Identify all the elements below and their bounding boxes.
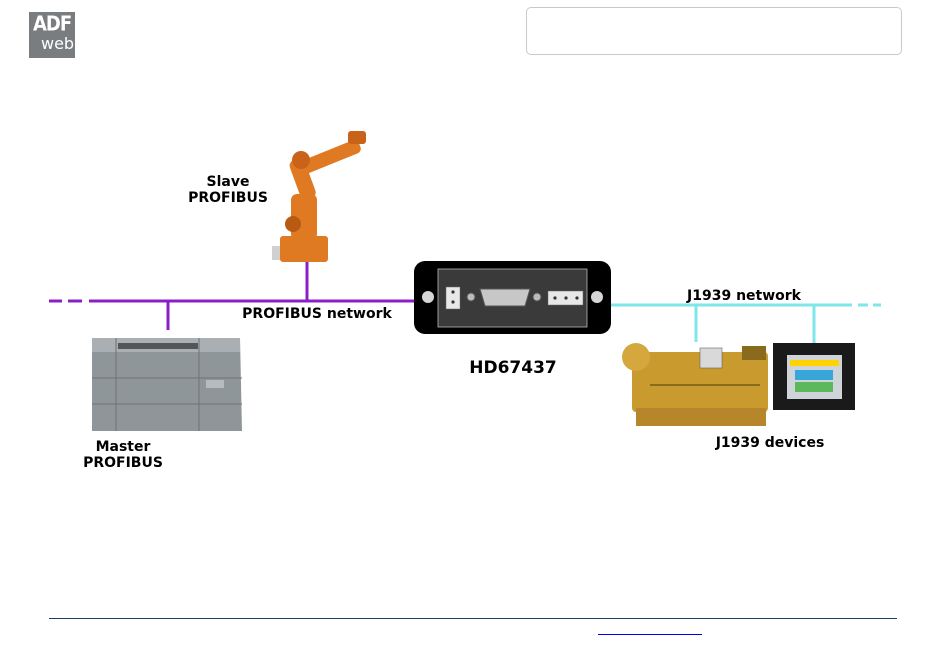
master-profibus-label: Master PROFIBUS	[73, 439, 173, 471]
j1939-line	[610, 305, 881, 344]
profibus-network-label: PROFIBUS network	[240, 306, 394, 322]
plc-image	[92, 338, 242, 431]
j1939-network-label: J1939 network	[684, 288, 804, 304]
robot-image	[272, 131, 366, 262]
hd67437-device	[414, 261, 611, 334]
product-title: HD67437	[460, 358, 566, 378]
hmi-panel-image	[773, 343, 855, 410]
engine-image	[622, 343, 768, 426]
footer-link[interactable]	[598, 622, 702, 635]
slave-profibus-label: Slave PROFIBUS	[178, 174, 278, 206]
j1939-devices-label: J1939 devices	[710, 435, 830, 451]
footer-divider	[49, 618, 897, 619]
